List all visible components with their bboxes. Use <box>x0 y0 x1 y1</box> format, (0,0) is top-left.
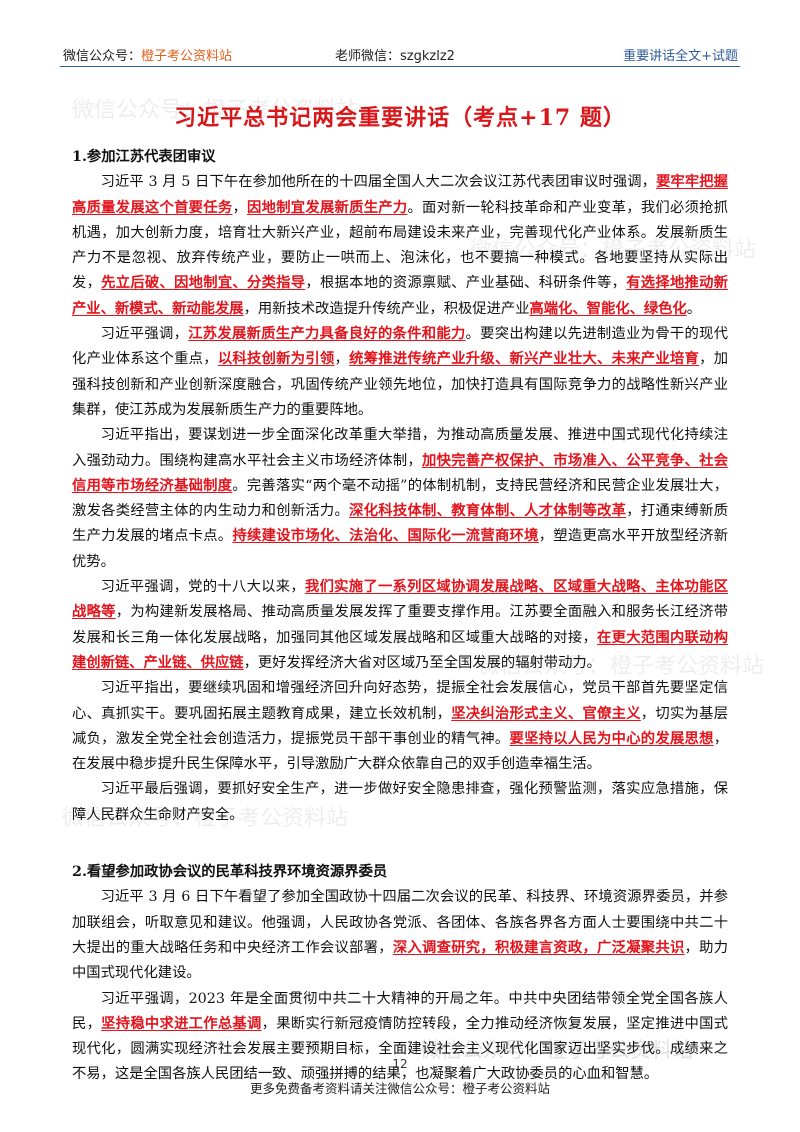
paragraph: 习近平指出，要谋划进一步全面深化改革重大举措，为推动高质量发展、推进中国式现代化… <box>72 423 728 575</box>
paragraph-text: 。面对新一轮科技革命和产业变革，我们必须抢抓机遇，加大创新力度，培育壮大新兴产业… <box>72 199 729 292</box>
page-number: 12 <box>392 1057 408 1071</box>
paragraph-text: 习近平强调，党的十八大以来， <box>100 579 305 596</box>
paragraph-text: 。完善落实“两个毫不动摇”的体制机制，支持民营经济和民营企业发展壮大，激发各类经… <box>72 477 728 520</box>
paragraph: 习近平强调，2023 年是全面贯彻中共二十大精神的开局之年。中共中央团结带领全党… <box>72 987 728 1088</box>
section-heading: 1.参加江苏代表团审议 <box>72 149 216 165</box>
key-point-highlight: 有选择地推动新产业、新模式、新动能发展 <box>72 275 729 317</box>
paragraph-text: 。要突出构建以先进制造业为骨干的现代化产业体系这个重点， <box>72 326 729 368</box>
key-point-highlight: 要坚持以人民为中心的发展思想 <box>509 730 714 747</box>
paragraph: 习近平 3 月 5 日下午在参加他所在的十四届全国人大二次会议江苏代表团审议时强… <box>72 170 728 322</box>
paragraph-text: ， <box>334 351 350 368</box>
paragraph: 习近平强调，江苏发展新质生产力具备良好的条件和能力。要突出构建以先进制造业为骨干… <box>72 322 728 423</box>
section-gap <box>72 828 728 860</box>
paragraph-text: 习近平指出，要谋划进一步全面深化改革重大举措，为推动高质量发展、推进中国式现代化… <box>72 427 728 469</box>
paragraph-text: ，助力中国式现代化建设。 <box>72 939 729 982</box>
header-account-name: 橙子考公资料站 <box>141 49 233 64</box>
paragraph-text: 习近平 3 月 5 日下午在参加他所在的十四届全国人大二次会议江苏代表团审议时强… <box>100 174 657 191</box>
document-title: 习近平总书记两会重要讲话（考点+17 题） <box>174 105 626 131</box>
paragraph-text: ，塑造更高水平开放型经济新优势。 <box>72 528 729 570</box>
page-footer: 更多免费备考资料请关注微信公众号：橙子考公资料站 <box>249 1081 550 1096</box>
key-point-highlight: 要牢牢把握高质量发展这个首要任务 <box>72 174 729 216</box>
paragraph: 习近平最后强调，要抓好安全生产，进一步做好安全隐患排查，强化预警监测，落实应急措… <box>72 777 728 828</box>
header-account-label: 微信公众号： <box>63 49 142 64</box>
key-point-highlight: 深化科技体制、教育体制、人才体制等改革 <box>349 503 627 520</box>
document-body: 1.参加江苏代表团审议习近平 3 月 5 日下午在参加他所在的十四届全国人大二次… <box>72 145 728 1088</box>
paragraph: 习近平指出，要继续巩固和增强经济回升向好态势，提振全社会发展信心，党员干部首先要… <box>72 676 728 777</box>
paragraph-text: ，切实为基层减负，激发全党全社会创造活力，提振党员干部干事创业的精气神。 <box>72 705 728 747</box>
paragraph-text: ，加强科技创新和产业创新深度融合，巩固传统产业领先地位，加快打造具有国际竞争力的… <box>72 351 729 418</box>
key-point-highlight: 先立后破、因地制宜、分类指导 <box>101 275 306 292</box>
header-teacher-wechat: 老师微信：szgkzlz2 <box>335 49 455 64</box>
paragraph-text: ，打通束缚新质生产力发展的堵点卡点。 <box>72 503 729 545</box>
key-point-highlight: 深入调查研究，积极建言资政，广泛凝聚共识 <box>392 939 685 956</box>
key-point-highlight: 以科技创新为引领 <box>217 351 335 368</box>
paragraph-text: ， <box>232 199 248 216</box>
key-point-highlight: 高端化、智能化、绿色化 <box>529 300 687 317</box>
key-point-highlight: 我们实施了一系列区域协调发展战略、区域重大战略、主体功能区战略等 <box>72 579 729 621</box>
paragraph-text: ，根据本地的资源禀赋、产业基础、科研条件等， <box>305 275 627 292</box>
paragraph: 习近平 3 月 6 日下午看望了参加全国政协十四届二次会议的民革、科技界、环境资… <box>72 885 728 986</box>
page-header: 微信公众号：橙子考公资料站 老师微信：szgkzlz2 重要讲话全文+试题 <box>0 0 800 68</box>
section-heading: 2.看望参加政协会议的民革科技界环境资源界委员 <box>72 864 388 881</box>
header-wechat-account: 微信公众号：橙子考公资料站 <box>63 45 232 64</box>
key-point-highlight: 加快完善产权保护、市场准入、公平竞争、社会信用等市场经济基础制度 <box>72 452 729 494</box>
key-point-highlight: 在更大范围内联动构建创新链、产业链、供应链 <box>72 629 729 671</box>
paragraph-text: 。 <box>686 300 702 317</box>
key-point-highlight: 因地制宜发展新质生产力 <box>247 199 408 216</box>
header-doc-type: 重要讲话全文+试题 <box>623 49 738 64</box>
key-point-highlight: 统筹推进传统产业升级、新兴产业壮大、未来产业培育 <box>349 351 700 368</box>
key-point-highlight: 坚持稳中求进工作总基调 <box>101 1015 262 1032</box>
paragraph-text: ，在发展中稳步提升民生保障水平，引导激励广大群众依靠自己的双手创造幸福生活。 <box>72 730 729 773</box>
paragraph-text: ，为构建新发展格局、推动高质量发展发挥了重要支撑作用。江苏要全面融入和服务长江经… <box>72 604 729 646</box>
key-point-highlight: 江苏发展新质生产力具备良好的条件和能力 <box>188 326 466 343</box>
paragraph-text: 习近平最后强调，要抓好安全生产，进一步做好安全隐患排查，强化预警监测，落实应急措… <box>72 781 728 823</box>
paragraph-text: ，更好发挥经济大省对区域乃至全国发展的辐射带动力。 <box>243 654 601 671</box>
key-point-highlight: 坚决纠治形式主义、官僚主义 <box>451 705 641 722</box>
paragraph-text: ，用新技术改造提升传统产业，积极促进产业 <box>243 300 530 317</box>
paragraph: 习近平强调，党的十八大以来，我们实施了一系列区域协调发展战略、区域重大战略、主体… <box>72 575 728 676</box>
paragraph-text: 习近平强调，2023 年是全面贯彻中共二十大精神的开局之年。中共中央团结带领全党… <box>72 990 728 1032</box>
paragraph-text: 习近平 3 月 6 日下午看望了参加全国政协十四届二次会议的民革、科技界、环境资… <box>72 889 728 956</box>
paragraph-text: ，果断实行新冠疫情防控转段，全力推动经济恢复发展，坚定推进中国式现代化，圆满实现… <box>72 1015 729 1083</box>
header-rule <box>60 66 740 67</box>
paragraph-text: 习近平指出，要继续巩固和增强经济回升向好态势，提振全社会发展信心，党员干部首先要… <box>72 680 728 722</box>
key-point-highlight: 持续建设市场化、法治化、国际化一流营商环境 <box>232 528 539 545</box>
paragraph-text: 习近平强调， <box>100 326 189 343</box>
